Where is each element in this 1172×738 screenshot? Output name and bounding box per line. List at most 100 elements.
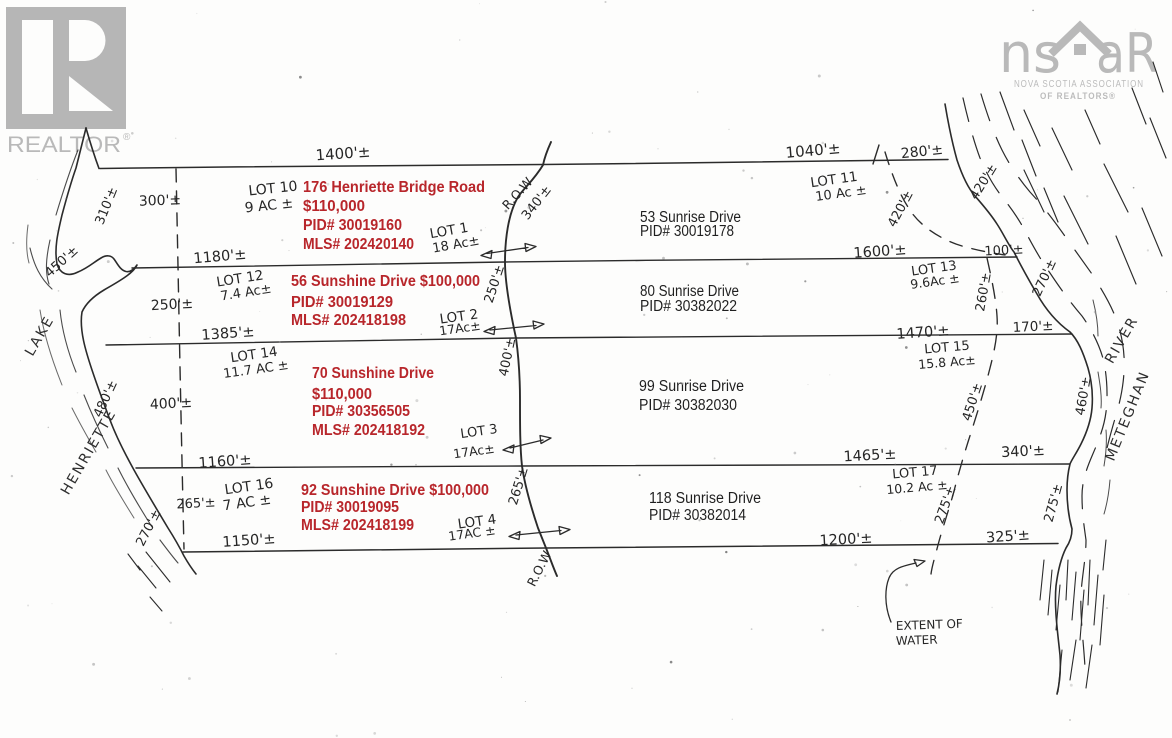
scan-speck [355, 427, 359, 430]
listing2-mls: MLS# 202418198 [291, 312, 406, 329]
scan-speck [524, 701, 526, 702]
listing3-pid: PID# 30356505 [312, 403, 410, 420]
dim-top-1400: 1400'± [315, 143, 371, 165]
scan-speck [859, 485, 862, 488]
scan-speck [373, 732, 377, 735]
lot2-area: 17Ac± [438, 318, 481, 339]
lot3-area: 17Ac± [452, 441, 495, 462]
arrow-line4-icon [502, 434, 552, 454]
parcel-boundary-lines [99, 144, 1073, 553]
scan-speck [335, 734, 338, 737]
scan-speck [991, 606, 993, 609]
parcel1-pid: PID# 30019178 [640, 223, 734, 240]
scan-speck [631, 687, 633, 689]
lot-line-arrows [480, 242, 571, 541]
scan-speck [1061, 556, 1063, 559]
scan-speck [1132, 186, 1135, 189]
scan-speck [271, 161, 273, 163]
scan-speck [742, 169, 745, 172]
scan-speck [638, 474, 641, 477]
scan-speck [725, 317, 728, 320]
listing3-address: 70 Sunshine Drive [312, 365, 434, 382]
listing1-price: $110,000 [303, 198, 365, 215]
scan-speck [161, 688, 163, 690]
lot4-area: 17AC ± [447, 522, 496, 543]
dashed-line-river-lots [930, 257, 998, 575]
nsar-tagline-2: OF REALTORS® [1040, 91, 1116, 102]
scan-speck [106, 260, 110, 264]
scan-speck [900, 520, 902, 522]
dashed-line-lot11 [884, 151, 1006, 256]
scan-speck [1105, 607, 1109, 610]
listing1-address: 176 Henriette Bridge Road [303, 179, 485, 196]
river-dashed-line-1 [962, 97, 1108, 669]
scan-speck [149, 336, 151, 338]
lot15-label: LOT 15 [924, 339, 971, 358]
arrow-line5-icon [508, 525, 571, 541]
dim-line3-1470: 1470'± [896, 323, 950, 343]
parcel4-address: 118 Sunrise Drive [649, 490, 761, 507]
listing4-mls: MLS# 202418199 [301, 517, 414, 534]
left-dashed-line [175, 168, 185, 550]
parcel2-address: 80 Sunrise Drive [640, 283, 739, 300]
scan-speck [745, 262, 749, 266]
lot10-label: LOT 10 [248, 178, 299, 199]
scan-speck [281, 239, 284, 242]
scan-speck [169, 621, 173, 625]
scan-speck [697, 91, 699, 93]
scan-speck [608, 130, 611, 133]
scan-speck [196, 12, 198, 15]
lot2-label: LOT 2 [439, 306, 480, 327]
scan-speck [944, 447, 947, 450]
nsar-chimney-icon [1074, 44, 1086, 55]
lot11-label: LOT 11 [809, 169, 858, 191]
river-west-boundary [944, 103, 1094, 695]
scan-speck [76, 392, 79, 394]
scan-speck [643, 313, 646, 317]
lot13-label: LOT 13 [910, 258, 957, 279]
river-dash-strokes-top [999, 61, 1167, 285]
lot14-label: LOT 14 [229, 344, 278, 366]
scan-speck [27, 604, 30, 607]
scan-speck [505, 611, 508, 613]
lot1-label: LOT 1 [429, 220, 470, 242]
scan-speck [750, 176, 754, 180]
nsar-tagline-1: NOVA SCOTIA ASSOCIATION [1014, 78, 1144, 90]
scan-speck [1036, 189, 1038, 191]
dim-line3-1385: 1385'± [201, 324, 255, 344]
scan-speck [390, 463, 393, 466]
dim-dash-260: 260'± [973, 271, 995, 312]
scan-speck [905, 583, 909, 587]
dim-river-460: 460'± [1073, 375, 1095, 416]
parcel3-pid: PID# 30382030 [639, 397, 737, 414]
scan-speck [725, 550, 728, 554]
listing3-price: $110,000 [312, 386, 372, 403]
dashed-property-lines [884, 151, 1006, 575]
scan-speck [1022, 217, 1024, 219]
dim-left-250: 250'± [150, 296, 193, 314]
lot3-label: LOT 3 [459, 422, 498, 442]
dim-left-300: 300'± [139, 192, 182, 209]
scan-speck [681, 382, 684, 386]
dim-line4-1465: 1465'± [843, 447, 897, 466]
listing3-mls: MLS# 202418192 [312, 422, 425, 439]
scan-speck [484, 227, 486, 229]
scan-speck [669, 660, 673, 664]
listing1-mls: MLS# 202420140 [303, 236, 414, 253]
realtor-logo-wordmark: REALTOR [7, 132, 121, 157]
scan-speck [425, 435, 429, 439]
extent-note-line2: WATER [896, 633, 938, 648]
dim-line2-1180: 1180'± [193, 247, 247, 268]
scan-speck [174, 137, 177, 140]
scan-speck [662, 256, 665, 260]
listing2-pid: PID# 30019129 [291, 294, 393, 311]
realtor-logo: REALTOR ® [6, 7, 131, 157]
boundary-line-2 [131, 256, 1018, 269]
scan-speck [10, 474, 14, 478]
boundary-line-5 [182, 542, 1059, 553]
scan-speck [190, 506, 192, 508]
scan-speck [238, 337, 240, 338]
scan-speck [821, 628, 825, 632]
dim-line5-1200: 1200'± [819, 531, 873, 550]
